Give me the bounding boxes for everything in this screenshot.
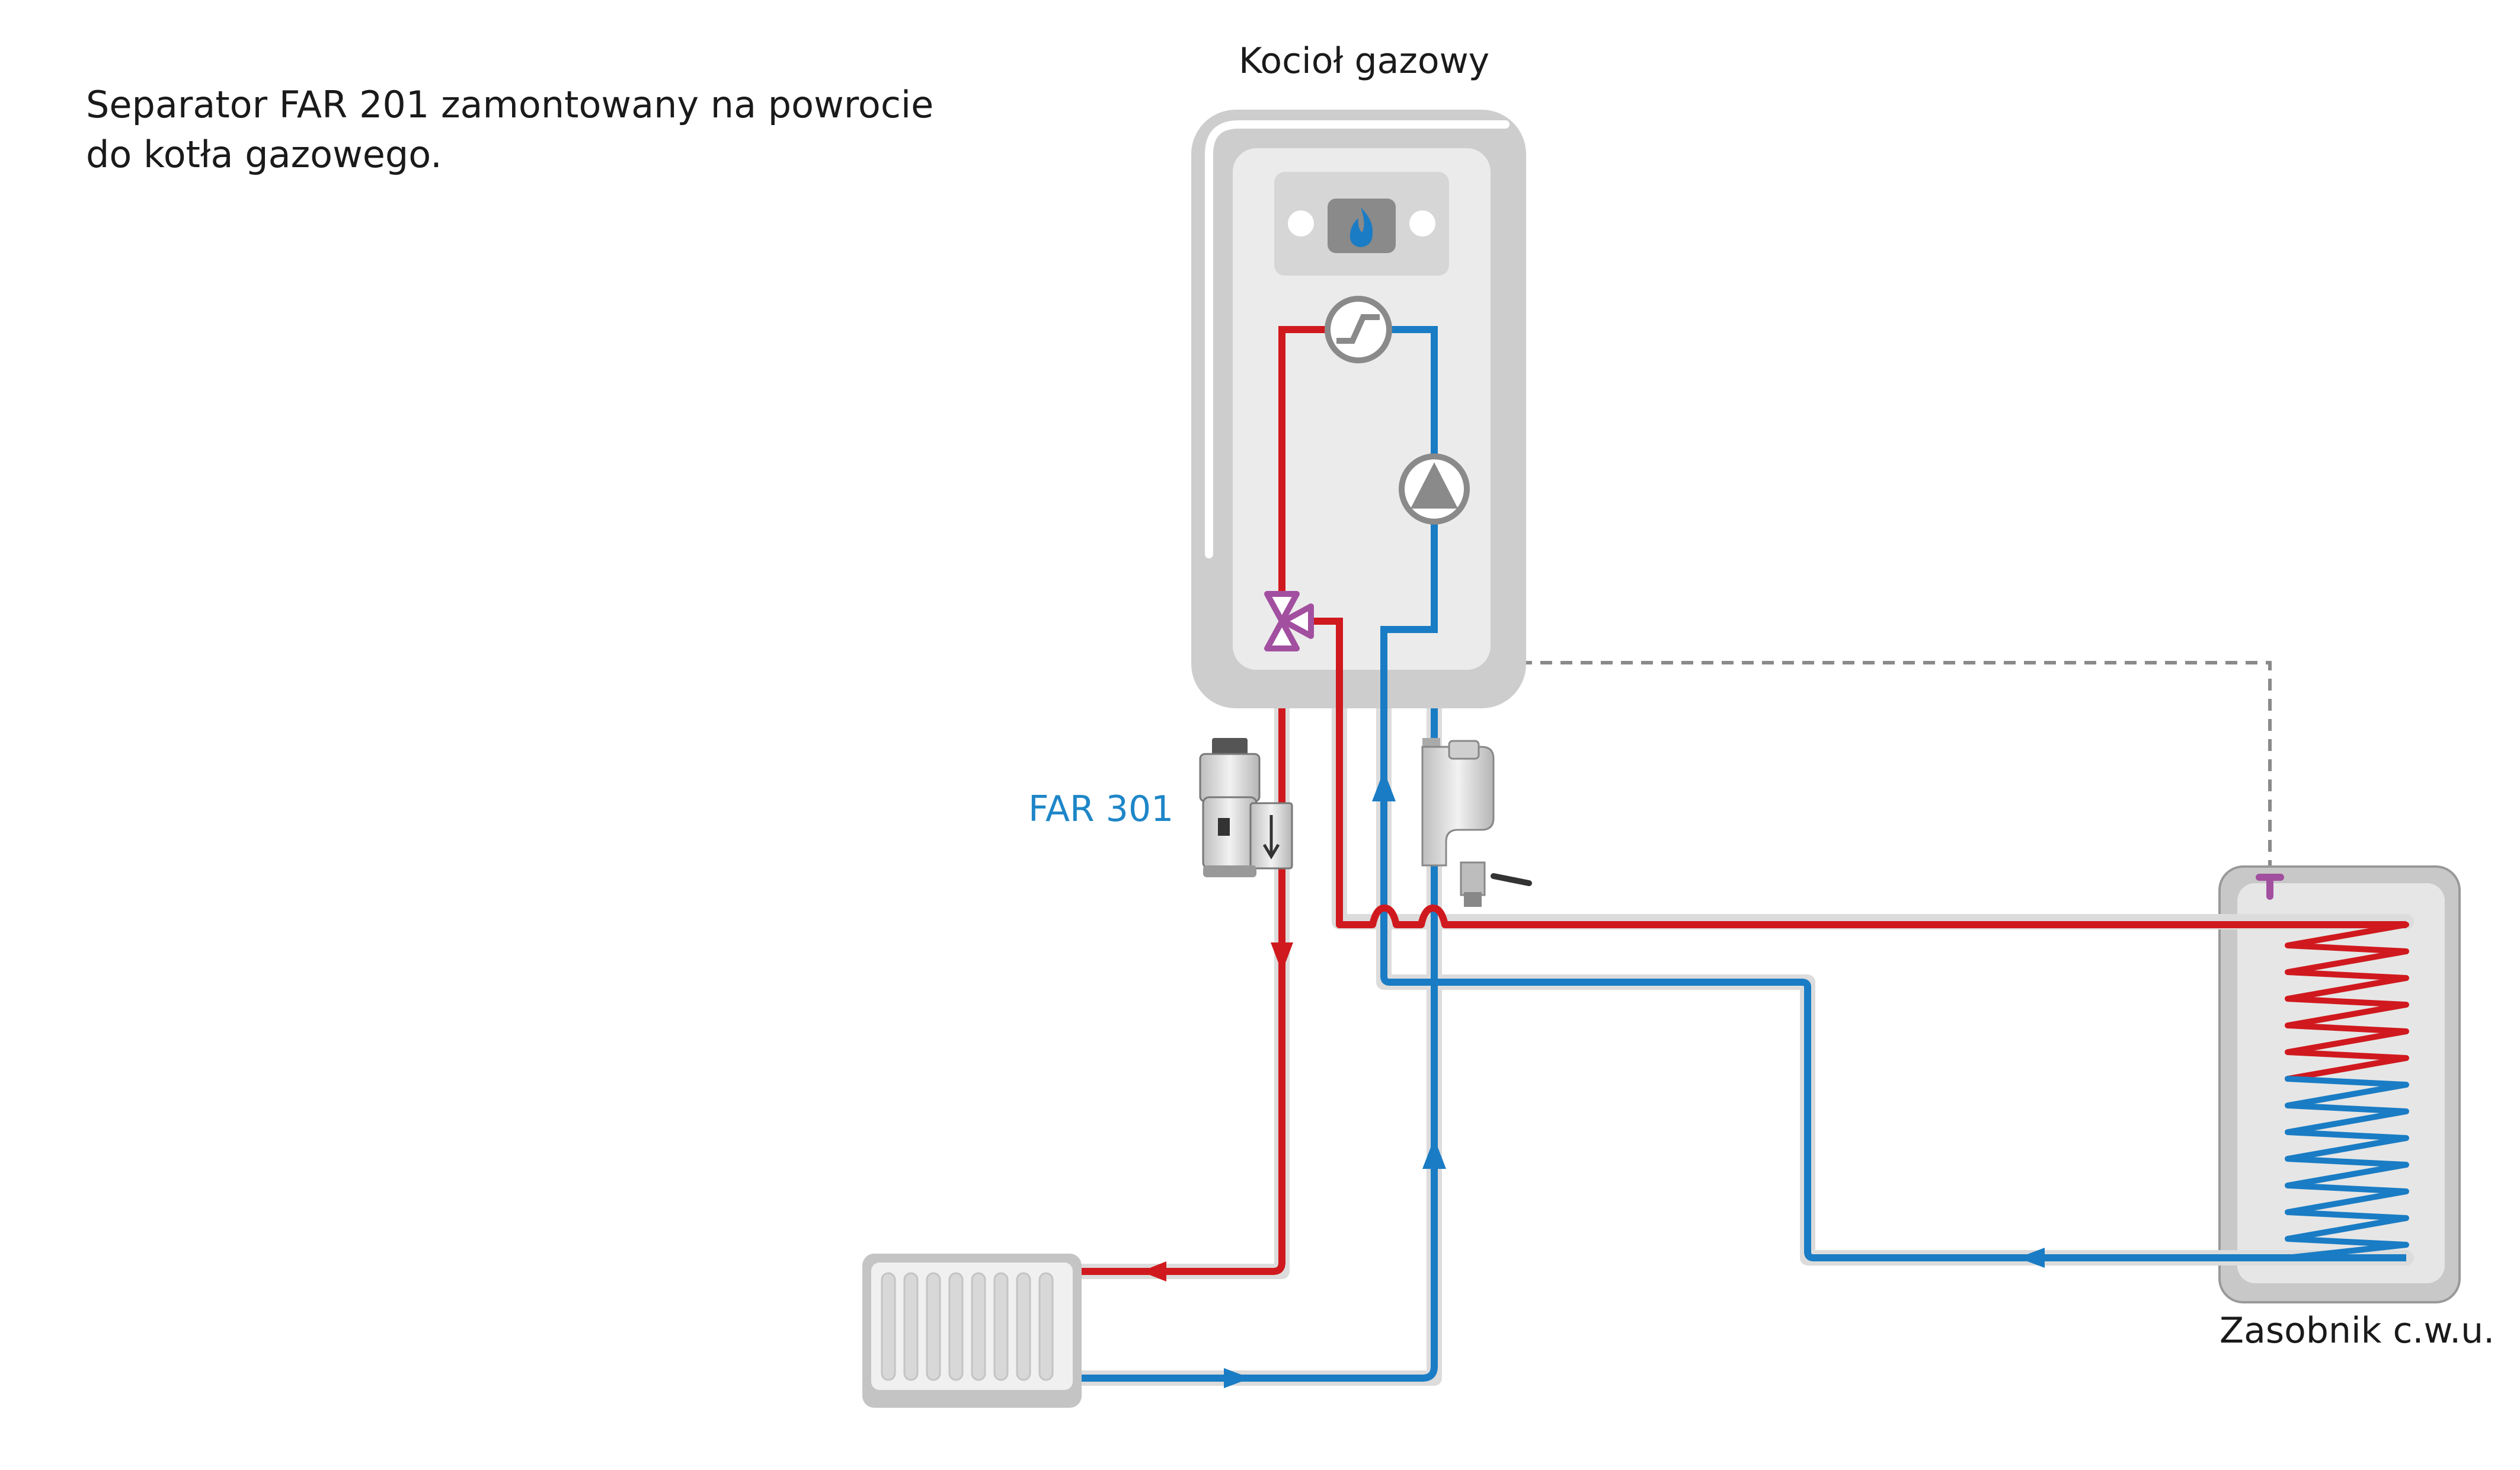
- sensor: [2256, 874, 2284, 900]
- heat-exchanger-icon: [1325, 296, 1392, 363]
- device-label: FAR 301: [1028, 788, 1174, 830]
- flow-arrows: [1141, 771, 2045, 1388]
- diagram-caption: Separator FAR 201 zamontowany na powroci…: [86, 80, 933, 180]
- control-line: [1520, 661, 2272, 871]
- caption-line-2: do kotła gazowego.: [86, 133, 442, 176]
- radiator: [862, 1254, 1082, 1408]
- tank-title: Zasobnik c.w.u.: [2220, 1310, 2495, 1351]
- pump-icon: [1399, 453, 1470, 525]
- hot-water-tank: [2218, 865, 2461, 1303]
- flame-icon: [1349, 207, 1373, 247]
- three-way-valve-icon: [1264, 591, 1314, 651]
- dirt-separator: [1421, 738, 1532, 907]
- caption-line-1: Separator FAR 201 zamontowany na powroci…: [86, 83, 934, 126]
- boiler-title: Kocioł gazowy: [1239, 40, 1490, 82]
- boiler: [1191, 110, 1526, 708]
- coil: [2285, 922, 2409, 1261]
- magnetic-filter: [1199, 738, 1293, 877]
